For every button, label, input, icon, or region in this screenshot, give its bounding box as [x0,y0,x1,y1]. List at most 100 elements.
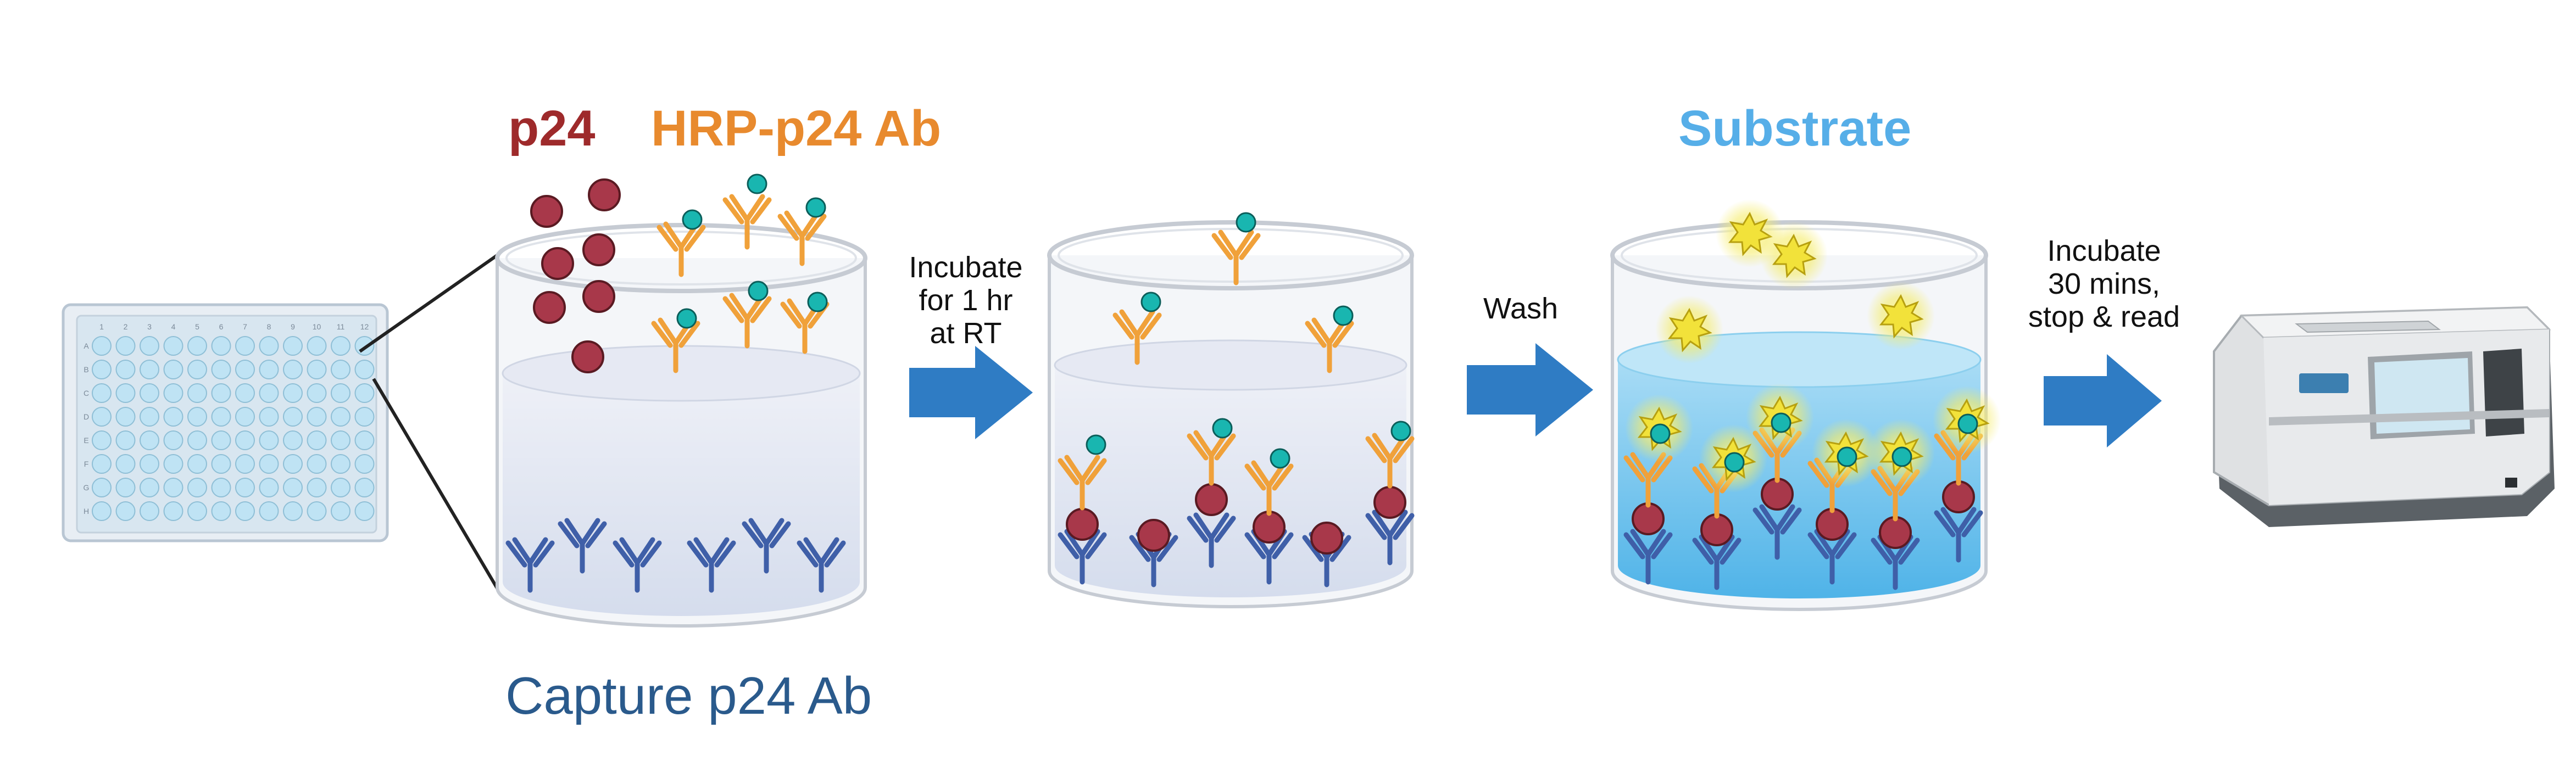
step-incubate-1-line-1: Incubate [909,251,1022,284]
plate-well [92,336,112,356]
plate-column-label: 1 [99,322,104,331]
plate-reader [2213,306,2555,527]
plate-well [354,478,375,497]
zoom-line-bottom [372,378,502,594]
plate-column-label: 9 [291,322,295,331]
plate-well [140,336,159,356]
plate-well [307,383,327,403]
plate-well [115,383,136,403]
step-incubate-2-line-2: 30 mins, [2048,267,2160,300]
plate-row-label: A [84,341,89,350]
plate-row-label: H [84,507,89,516]
plate-well [331,360,350,379]
plate-well [92,478,112,497]
plate-column-label: 5 [195,322,199,331]
plate-column-label: 11 [337,322,345,331]
plate-column-label: 8 [267,322,271,331]
plate-well [211,360,231,379]
plate-well [235,383,255,403]
plate-well [354,501,375,521]
plate-well [307,478,327,497]
plate-well [92,501,112,521]
hrp-p24-ab-label: HRP-p24 Ab [651,100,941,156]
zoom-line-top [359,254,498,353]
plate-well [187,336,207,356]
plate-row-label: G [84,483,90,492]
plate-well [331,430,350,450]
plate-well [115,478,136,497]
plate-well [235,407,255,427]
step-incubate-1-line-3: at RT [930,317,1002,350]
plate-column-label: 4 [171,322,176,331]
plate-wells [92,336,375,521]
step-incubate-2-line-3: stop & read [2028,300,2180,333]
plate-well [235,454,255,474]
plate-well [283,407,303,427]
plate-well [140,360,159,379]
plate-well [115,501,136,521]
step-wash: Wash [1483,292,1558,325]
plate-well [307,454,327,474]
plate-well [140,478,159,497]
plate-well [115,407,136,427]
plate-column-label: 10 [313,322,321,331]
substrate-label: Substrate [1678,100,1911,156]
plate-well [259,430,279,450]
plate-well [140,407,159,427]
plate-well [140,454,159,474]
well-3 [1610,198,2002,611]
well-1 [495,173,867,628]
plate-well [259,478,279,497]
plate-well [331,501,350,521]
plate-well [211,407,231,427]
plate-well [115,430,136,450]
plate-row-label: C [84,389,89,398]
plate-well [163,360,183,379]
plate-well [331,383,350,403]
plate-well [307,501,327,521]
plate-well [259,501,279,521]
plate-well [283,360,303,379]
plate-well [331,454,350,474]
plate-well [235,360,255,379]
plate-well [235,501,255,521]
plate-well [92,383,112,403]
plate-column-label: 12 [360,322,369,331]
plate-row-label: D [84,412,89,421]
plate-well [283,454,303,474]
plate-well [211,430,231,450]
plate-well [354,360,375,379]
plate-well [235,336,255,356]
plate-well [92,430,112,450]
plate-row-label: B [84,365,88,374]
plate-well [140,383,159,403]
plate-well [307,407,327,427]
arrow-1 [909,346,1033,439]
plate-well [163,407,183,427]
arrow-2 [1467,343,1593,436]
plate-well [235,430,255,450]
plate-well [331,478,350,497]
plate-well [163,430,183,450]
plate-well [259,407,279,427]
plate-well [140,430,159,450]
plate-well [307,336,327,356]
plate-well [163,336,183,356]
plate-well [163,383,183,403]
plate-well [115,360,136,379]
plate-column-label: 3 [147,322,152,331]
plate-column-label: 2 [124,322,128,331]
plate-well [92,360,112,379]
plate-well [283,336,303,356]
plate-well [283,383,303,403]
plate-well [354,454,375,474]
plate-row-label: F [84,460,89,468]
plate-well [259,336,279,356]
step-incubate-2-line-1: Incubate [2047,234,2161,267]
p24-label: p24 [508,100,596,156]
plate-well [283,501,303,521]
plate-well [211,336,231,356]
